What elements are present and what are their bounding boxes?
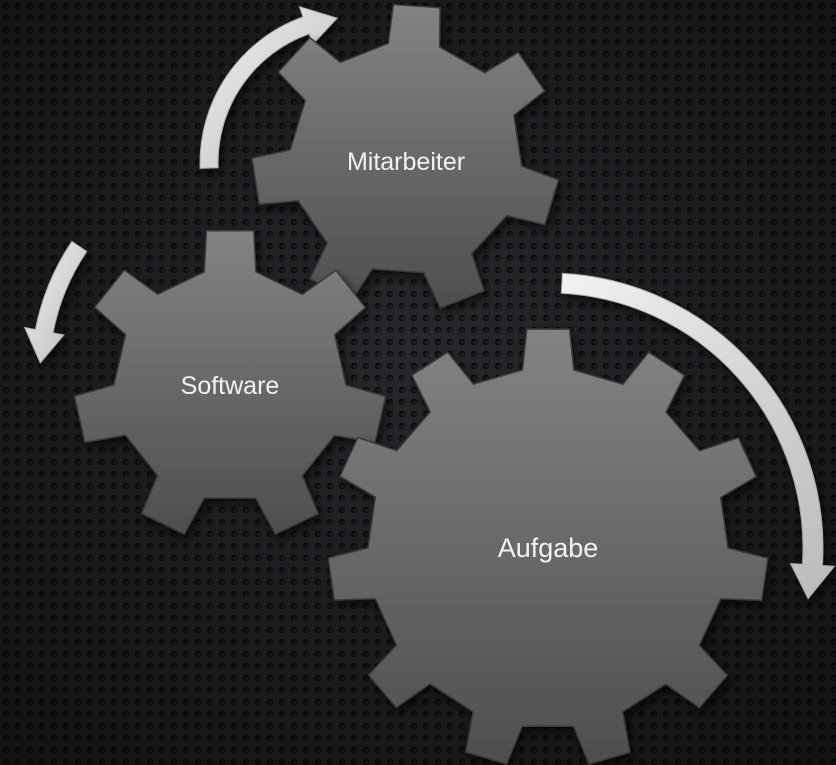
gear-label-software: Software — [181, 372, 280, 400]
gear-label-mitarbeiter: Mitarbeiter — [347, 148, 465, 176]
arrow-software-to-mitarbeiter — [199, 5, 339, 169]
gear-aufgabe: Aufgabe — [327, 328, 769, 765]
gear-software-shape — [73, 230, 387, 536]
gear-mitarbeiter-shape — [251, 3, 560, 310]
arrow-mitarbeiter-to-software — [23, 240, 88, 364]
gear-aufgabe-shape — [327, 328, 769, 765]
gear-label-aufgabe: Aufgabe — [498, 533, 599, 563]
cycle-arrows — [23, 5, 836, 600]
arrow-aufgabe-cycle — [560, 272, 836, 600]
gear-software: Software — [73, 230, 387, 536]
gear-mitarbeiter: Mitarbeiter — [251, 3, 560, 310]
